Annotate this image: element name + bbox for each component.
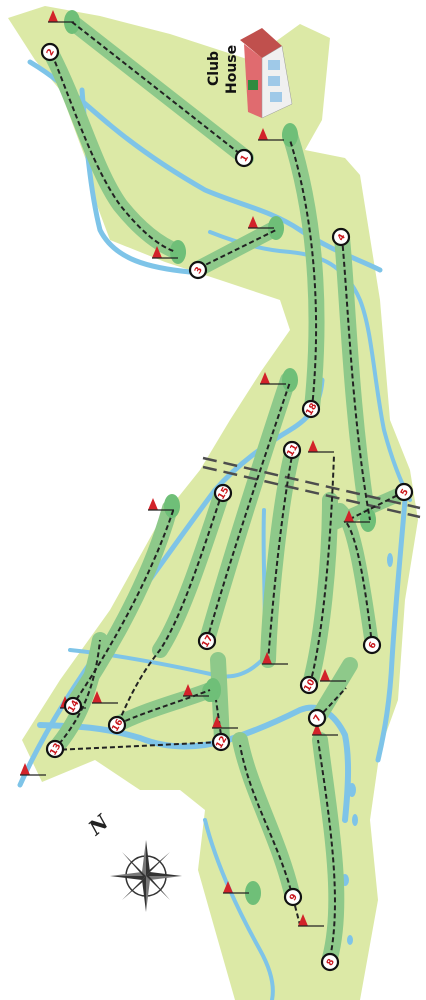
clubhouse-label-line1: Club	[206, 51, 222, 86]
flag-icon	[20, 763, 46, 776]
hole-marker-11: 11	[282, 440, 302, 460]
hole-marker-15: 15	[213, 483, 233, 503]
river-upper-creek	[208, 230, 412, 502]
route-4	[341, 237, 371, 521]
route-11	[267, 449, 294, 663]
hole-marker-18: 18	[301, 399, 321, 419]
flag-icon	[212, 716, 238, 729]
flag-icon	[262, 652, 288, 665]
flag-icon	[320, 669, 346, 682]
pond	[347, 935, 353, 945]
green-4	[360, 508, 376, 532]
green-16	[202, 682, 218, 702]
green-14	[164, 494, 180, 518]
route-1	[71, 21, 245, 158]
river-southwest	[203, 818, 275, 1000]
route-13b	[53, 741, 223, 751]
hole-routes	[51, 21, 405, 959]
pond	[387, 553, 393, 567]
green-17	[282, 368, 298, 392]
hole-marker-12: 12	[211, 732, 231, 752]
hole-marker-14: 14	[63, 696, 83, 716]
hole-number: 8	[325, 957, 337, 967]
clubhouse-window	[270, 92, 282, 102]
greens	[64, 10, 376, 905]
flag-icon	[312, 723, 338, 736]
clubhouse-window	[268, 76, 280, 86]
clubhouse-window	[268, 60, 280, 70]
hole-marker-6: 6	[362, 635, 382, 655]
hole-number: 4	[336, 232, 348, 242]
route-13	[53, 639, 101, 751]
hole-marker-2: 2	[40, 42, 60, 62]
clubhouse: Club House	[206, 28, 293, 119]
flag-icon	[152, 246, 178, 259]
fairway-7	[310, 657, 358, 726]
hole-number: 1	[239, 153, 251, 163]
route-17	[206, 381, 291, 641]
flag-icon	[223, 881, 249, 894]
pond	[352, 814, 358, 826]
clubhouse-roof	[240, 28, 282, 58]
compass-rose: N	[83, 809, 182, 912]
flag-icon	[258, 128, 284, 141]
flag-icon	[248, 216, 274, 229]
hole-marker-17: 17	[197, 631, 217, 651]
hole-number: 9	[288, 892, 300, 902]
hole-number: 2	[45, 47, 57, 57]
hole-number: 5	[399, 487, 411, 497]
route-14	[71, 507, 175, 707]
flag-icon	[92, 691, 118, 704]
clubhouse-label-line2: House	[224, 45, 240, 94]
river-east	[375, 497, 408, 763]
clubhouse-sign	[248, 80, 258, 90]
route-7	[317, 687, 347, 719]
pond	[348, 783, 356, 797]
hole-marker-1: 1	[234, 148, 254, 168]
hole-number: 3	[193, 265, 205, 275]
flag-icon	[298, 914, 324, 927]
road-line	[202, 465, 421, 519]
route-18	[289, 139, 318, 409]
compass-star	[110, 840, 182, 912]
road-line	[202, 456, 421, 510]
route-3	[198, 229, 277, 269]
flag-icon	[260, 372, 286, 385]
route-12	[215, 699, 223, 743]
compass-north-label: N	[83, 809, 114, 840]
route-2	[51, 53, 177, 253]
green-2	[170, 240, 186, 264]
green-18	[282, 123, 298, 147]
hole-marker-16: 16	[107, 715, 127, 735]
flag-icon	[48, 10, 74, 23]
flag-icon	[183, 684, 209, 697]
route-16	[117, 689, 211, 725]
flag-icon	[308, 440, 334, 453]
route-10	[309, 454, 335, 685]
flag-icon	[148, 498, 174, 511]
green-9	[245, 881, 261, 905]
fairway-17	[199, 372, 296, 648]
fairway-8	[312, 732, 345, 966]
hole-number: 7	[312, 713, 324, 723]
hole-marker-10: 10	[299, 675, 319, 695]
green-3	[268, 216, 284, 240]
flag-icon	[344, 510, 370, 523]
road	[202, 456, 421, 519]
hole-marker-13: 13	[45, 739, 65, 759]
hole-marker-3: 3	[188, 260, 208, 280]
river-center	[68, 508, 267, 679]
route-5	[343, 491, 405, 523]
hole-marker-4: 4	[331, 227, 351, 247]
hole-marker-5: 5	[394, 482, 414, 502]
hole-number: 6	[367, 640, 379, 650]
hole-marker-9: 9	[283, 887, 303, 907]
route-15	[117, 492, 223, 725]
route-6	[345, 521, 373, 646]
hole-marker-7: 7	[307, 708, 327, 728]
hole-marker-8: 8	[320, 952, 340, 972]
